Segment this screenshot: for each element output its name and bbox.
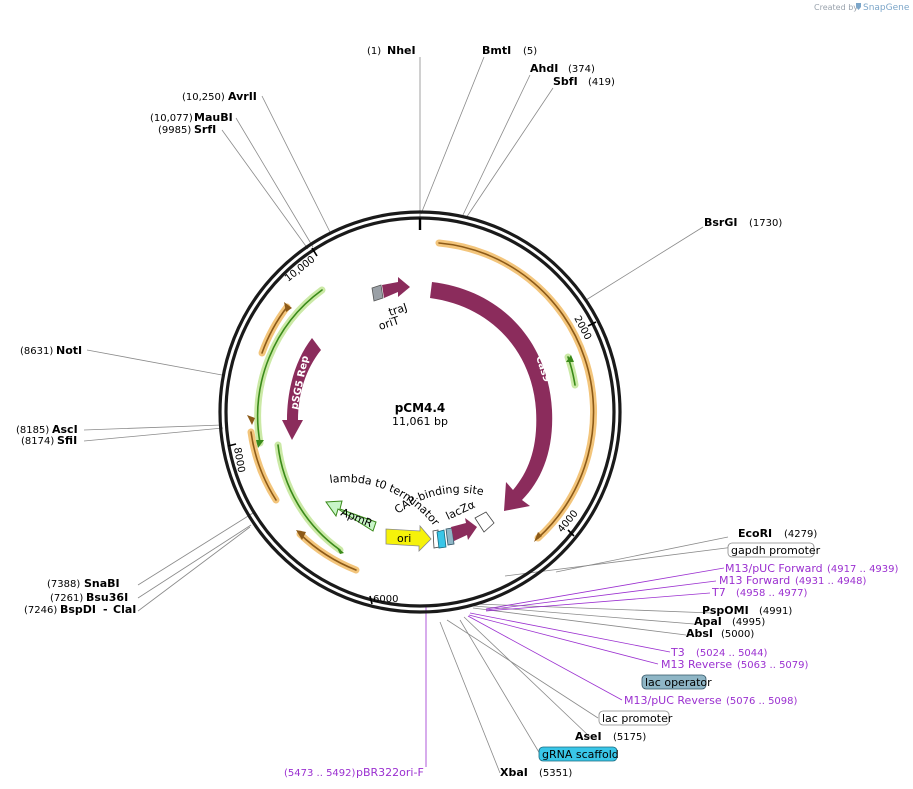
orit-label: oriT: [377, 314, 401, 333]
site-pos-absi[interactable]: (5000): [721, 629, 754, 640]
site-pos-ahdi[interactable]: (374): [568, 64, 595, 75]
site-name-xbai[interactable]: XbaI: [500, 766, 528, 779]
gapdh-promoter-tag[interactable]: gapdh promoter: [727, 542, 821, 558]
apmr-label: ApmR: [339, 506, 375, 530]
outer-feature-arcs: [247, 239, 598, 574]
lac-promoter-label: lac promoter: [602, 712, 673, 725]
site-pos-apai[interactable]: (4995): [732, 617, 765, 628]
primer-name-m13puc-forward[interactable]: M13/pUC Forward: [725, 562, 823, 575]
tick-8000: 8000: [231, 447, 246, 474]
site-pos-avrii[interactable]: (10,250): [182, 92, 225, 103]
psg5-rep-feature[interactable]: pSG5 Rep: [282, 338, 321, 440]
site-pos-bmti[interactable]: (5): [523, 46, 537, 57]
boxed-feature-labels: gapdh promoter lac operator lac promoter…: [538, 542, 821, 762]
site-name-asei[interactable]: AseI: [575, 730, 602, 743]
site-name-pspomi[interactable]: PspOMI: [702, 604, 749, 617]
orit-feature[interactable]: oriT: [371, 284, 401, 333]
ori-feature[interactable]: ori: [385, 524, 432, 552]
primer-name-m13-forward[interactable]: M13 Forward: [719, 574, 790, 587]
lac-promoter-tag[interactable]: lac promoter: [598, 710, 673, 726]
site-pos-snabi[interactable]: (7388): [47, 579, 80, 590]
primer-pos-t3[interactable]: (5024 .. 5044): [696, 648, 768, 659]
site-name-sbfi[interactable]: SbfI: [553, 75, 578, 88]
site-name-absi[interactable]: AbsI: [686, 627, 713, 640]
site-name-avrii[interactable]: AvrII: [228, 90, 257, 103]
primer-name-t7[interactable]: T7: [711, 586, 726, 599]
apmr-feature[interactable]: ApmR: [325, 500, 377, 532]
snapgene-logo-icon: [856, 3, 861, 10]
site-pos-ecori[interactable]: (4279): [784, 529, 817, 540]
site-pos-sbfi[interactable]: (419): [588, 77, 615, 88]
primer-pos-m13-reverse[interactable]: (5063 .. 5079): [737, 660, 809, 671]
primer-name-m13-reverse[interactable]: M13 Reverse: [661, 658, 732, 671]
site-name-bmti[interactable]: BmtI: [482, 44, 511, 57]
site-name-apai[interactable]: ApaI: [694, 615, 722, 628]
primer-name-t3[interactable]: T3: [670, 646, 685, 659]
site-name-sfii[interactable]: SfiI: [57, 434, 77, 447]
primer-name-m13puc-reverse[interactable]: M13/pUC Reverse: [624, 694, 722, 707]
snapgene-credit: Created by SnapGene: [814, 3, 910, 13]
cas9-feature[interactable]: Cas9: [430, 282, 553, 511]
primer-labels: M13/pUC Forward (4917 .. 4939) M13 Forwa…: [284, 562, 899, 779]
site-pos-maubi[interactable]: (10,077): [150, 113, 193, 124]
site-pos-xbai[interactable]: (5351): [539, 768, 572, 779]
site-name-bsrgi[interactable]: BsrGI: [704, 216, 737, 229]
primer-pos-m13puc-forward[interactable]: (4917 .. 4939): [827, 564, 899, 575]
gapdh-promoter-label: gapdh promoter: [731, 544, 821, 557]
outer-arc-arrowheads: [247, 302, 574, 554]
lac-operator-label: lac operator: [645, 676, 712, 689]
site-name-ecori[interactable]: EcoRI: [738, 527, 772, 540]
site-name-maubi[interactable]: MauBI: [194, 111, 233, 124]
primer-name-pbr322ori-f[interactable]: pBR322ori-F: [356, 766, 424, 779]
site-name-asci[interactable]: AscI: [52, 423, 78, 436]
site-name-snabi[interactable]: SnaBI: [84, 577, 120, 590]
primer-pos-t7[interactable]: (4958 .. 4977): [736, 588, 808, 599]
grna-scaffold-label: gRNA scaffold: [542, 748, 619, 761]
primer-leader-lines: [425, 567, 725, 767]
plasmid-name: pCM4.4: [395, 401, 446, 415]
site-pos-bsu36i[interactable]: (7261): [50, 593, 83, 604]
site-pos-pspomi[interactable]: (4991): [759, 606, 792, 617]
site-name-ahdi[interactable]: AhdI: [530, 62, 558, 75]
site-name-noti[interactable]: NotI: [56, 344, 82, 357]
plasmid-size: 11,061 bp: [392, 415, 448, 428]
lac-region-features[interactable]: lacZα: [432, 498, 495, 549]
site-pos-srfi[interactable]: (9985): [158, 125, 191, 136]
grna-scaffold-tag[interactable]: gRNA scaffold: [538, 746, 619, 762]
traj-feature[interactable]: traJ: [382, 277, 410, 319]
plasmid-title: pCM4.4 11,061 bp: [392, 401, 448, 428]
site-name-srfi[interactable]: SrfI: [194, 123, 216, 136]
site-pos-bsrgi[interactable]: (1730): [749, 218, 782, 229]
site-labels: (1) NheI BmtI (5) AhdI (374) SbfI (419) …: [16, 44, 817, 779]
site-pos-asei[interactable]: (5175): [613, 732, 646, 743]
site-name-clai[interactable]: ClaI: [113, 603, 136, 616]
site-pos-asci[interactable]: (8185): [16, 425, 49, 436]
svg-text:-: -: [103, 603, 108, 616]
ori-label: ori: [397, 532, 411, 545]
traj-label: traJ: [387, 301, 409, 319]
primer-pos-m13-forward[interactable]: (4931 .. 4948): [795, 576, 867, 587]
primer-pos-m13puc-reverse[interactable]: (5076 .. 5098): [726, 696, 798, 707]
site-pos-nhei[interactable]: (1): [367, 46, 381, 57]
tick-6000: 6000: [373, 594, 398, 605]
site-name-nhei[interactable]: NheI: [387, 44, 416, 57]
site-name-bsu36i[interactable]: Bsu36I: [86, 591, 128, 604]
primer-pos-pbr322ori-f[interactable]: (5473 .. 5492): [284, 768, 356, 779]
plasmid-backbone: [218, 210, 622, 614]
credit-brand: SnapGene: [863, 3, 910, 13]
site-name-bspdi[interactable]: BspDI: [60, 603, 96, 616]
site-pos-sfii[interactable]: (8174): [21, 436, 54, 447]
site-pos-bspdi[interactable]: (7246): [24, 605, 57, 616]
site-leader-lines: [83, 56, 735, 774]
site-pos-noti[interactable]: (8631): [20, 346, 53, 357]
lac-operator-tag[interactable]: lac operator: [641, 674, 712, 690]
credit-text: Created by: [814, 3, 858, 12]
lacz-label: lacZα: [444, 498, 477, 523]
